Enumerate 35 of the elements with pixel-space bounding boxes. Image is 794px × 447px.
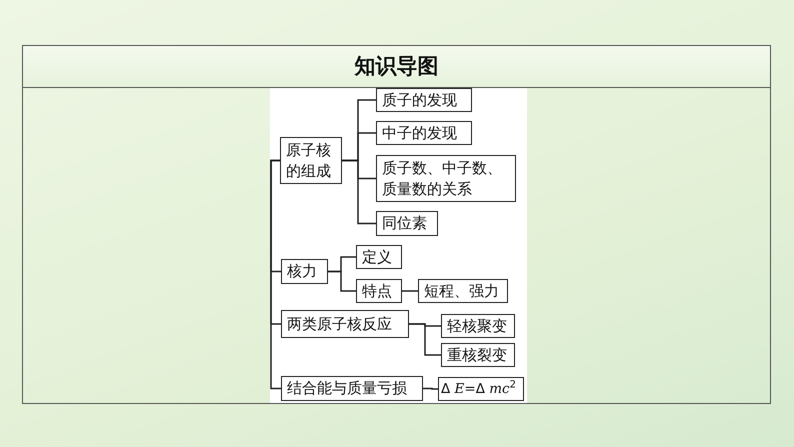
- concept-box: [376, 121, 472, 145]
- concept-box: [281, 310, 409, 338]
- concept-text: 重核裂变: [447, 344, 507, 366]
- concept-text: 质子的发现: [382, 90, 457, 110]
- concept-box: [438, 377, 524, 401]
- concept-text: 原子核的组成: [286, 140, 332, 182]
- concept-box: [281, 376, 423, 401]
- concept-box: [281, 259, 328, 284]
- concept-box: [376, 155, 516, 202]
- concept-box: [441, 343, 515, 367]
- connector-line: [342, 160, 376, 224]
- connector-line: [328, 270, 356, 292]
- connector-line: [270, 160, 281, 390]
- concept-box: [418, 279, 508, 303]
- concept-box: [441, 314, 515, 338]
- concept-text: 结合能与质量亏损: [287, 378, 407, 399]
- concept-text: 定义: [362, 246, 392, 268]
- connector-line: [409, 323, 441, 356]
- concept-text: 质子数、中子数、质量数的关系: [382, 158, 503, 200]
- concept-text: 特点: [362, 280, 392, 302]
- concept-text: Δ E=Δ mc$^{2}$: [441, 378, 516, 398]
- concept-box: [376, 88, 472, 112]
- concept-text: 短程、强力: [424, 280, 499, 302]
- concept-box: [356, 245, 402, 269]
- concept-box: [280, 137, 342, 184]
- concept-text: 同位素: [382, 213, 427, 234]
- concept-text: 两类原子核反应: [287, 314, 392, 334]
- connector-line: [402, 290, 418, 292]
- concept-text: 轻核聚变: [447, 316, 507, 336]
- connector-line: [423, 388, 438, 390]
- concept-box: [376, 211, 438, 236]
- concept-text: 核力: [287, 261, 317, 282]
- concept-box: [356, 279, 402, 303]
- concept-text: 中子的发现: [382, 122, 457, 144]
- title: 知识导图: [354, 53, 438, 80]
